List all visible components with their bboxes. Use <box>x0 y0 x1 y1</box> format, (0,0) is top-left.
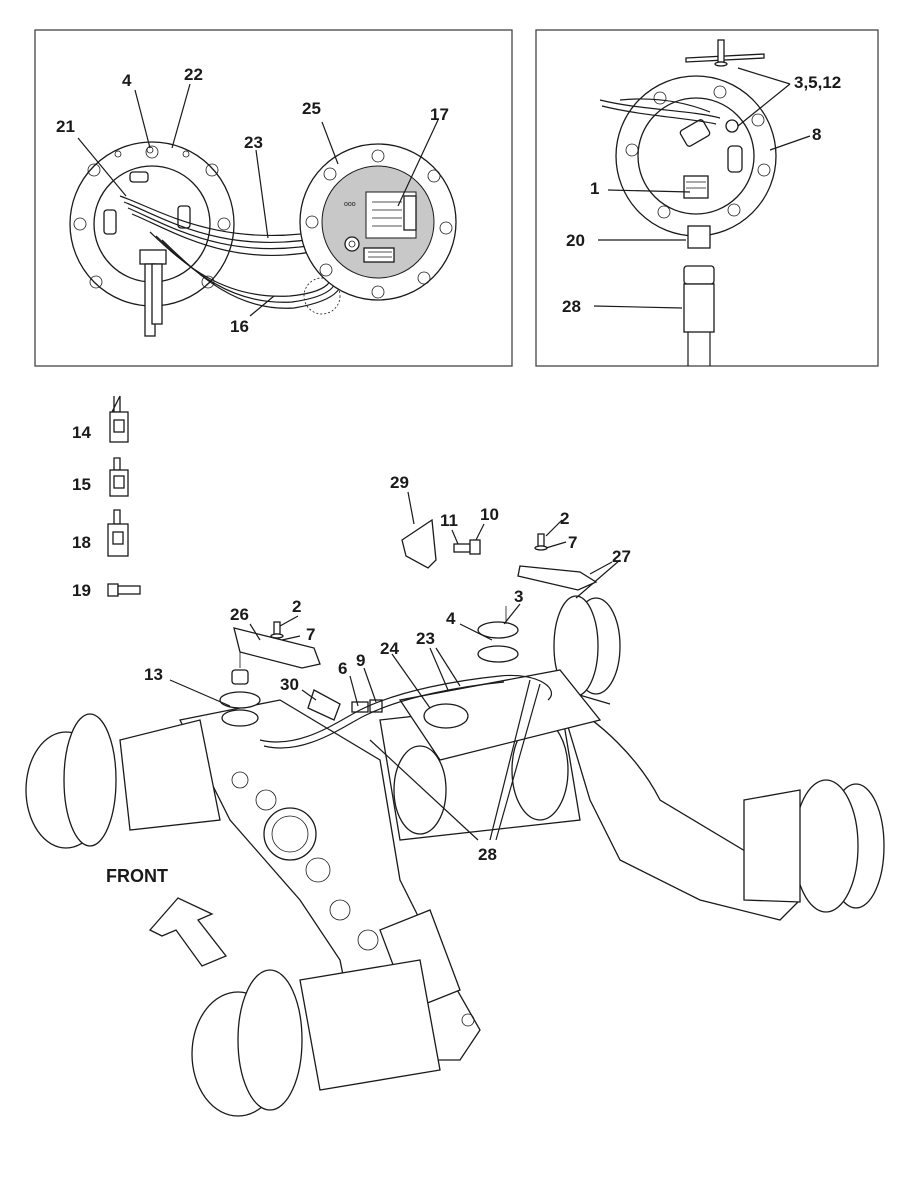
inset-panel-right: 3,5,12 8 1 20 28 <box>535 29 879 367</box>
callout-13: 13 <box>144 665 163 684</box>
threadlocker-bottle-icon <box>109 395 129 443</box>
callout-2: 2 <box>292 597 301 616</box>
callout-17: 17 <box>430 105 449 124</box>
callout-14: 14 <box>72 423 91 442</box>
front-label: FRONT <box>106 866 168 886</box>
callout-11: 11 <box>440 511 458 530</box>
cable-tie-icon <box>107 583 141 597</box>
callout-19: 19 <box>72 581 91 600</box>
callout-3-5-12: 3,5,12 <box>794 73 841 92</box>
callout-1: 1 <box>590 179 599 198</box>
callout-2b: 2 <box>560 509 569 528</box>
callout-28b: 28 <box>478 845 497 864</box>
callout-25: 25 <box>302 99 321 118</box>
fasteners <box>270 533 548 713</box>
callout-29: 29 <box>390 473 409 492</box>
hub-front-bottom <box>191 959 441 1117</box>
consumables-legend: 14 15 18 19 <box>72 395 141 600</box>
callout-7b: 7 <box>568 533 577 552</box>
callout-16: 16 <box>230 317 249 336</box>
callout-10: 10 <box>480 505 499 524</box>
sensor-flange-right <box>599 75 777 237</box>
callout-28: 28 <box>562 297 581 316</box>
callout-23: 23 <box>244 133 263 152</box>
hub-front-left <box>25 713 221 849</box>
inset-panel-left: ooo 4 22 21 23 25 17 16 <box>34 29 513 367</box>
sensor-mount-left <box>219 652 261 727</box>
callout-3: 3 <box>514 587 523 606</box>
axle-assembly: 2 7 26 13 30 6 9 24 23 4 3 2 7 27 29 11 … <box>25 473 885 1117</box>
retaining-plate <box>685 39 765 67</box>
callout-20: 20 <box>566 231 585 250</box>
callout-7: 7 <box>306 625 315 644</box>
bracket-29 <box>401 518 437 569</box>
callout-15: 15 <box>72 475 91 494</box>
hub-rear-right <box>553 559 621 705</box>
fitting-and-tube <box>683 225 715 366</box>
callout-27: 27 <box>612 547 631 566</box>
callout-21: 21 <box>56 117 75 136</box>
sensor-mount-right <box>477 606 519 663</box>
callout-26: 26 <box>230 605 249 624</box>
callout-24: 24 <box>380 639 399 658</box>
circuit-board-flange: ooo <box>299 143 457 301</box>
callout-22: 22 <box>184 65 203 84</box>
callout-30: 30 <box>280 675 299 694</box>
center-housing <box>379 669 602 841</box>
hub-far-right <box>743 779 885 913</box>
callout-18: 18 <box>72 533 91 552</box>
front-direction-arrow-icon <box>148 897 228 967</box>
callout-8: 8 <box>812 125 821 144</box>
callout-6: 6 <box>338 659 347 678</box>
bracket-27 <box>517 565 598 591</box>
svg-text:ooo: ooo <box>344 201 356 208</box>
bracket-26 <box>233 627 321 669</box>
connector-30 <box>307 689 341 721</box>
sensor-flange-left <box>69 141 235 337</box>
callout-9: 9 <box>356 651 365 670</box>
threadlocker-bottle-icon <box>109 457 129 497</box>
threadlocker-bottle-icon <box>107 509 129 557</box>
callout-23b: 23 <box>416 629 435 648</box>
callout-4b: 4 <box>446 609 456 628</box>
harness-28 <box>259 674 553 743</box>
callout-4: 4 <box>122 71 132 90</box>
